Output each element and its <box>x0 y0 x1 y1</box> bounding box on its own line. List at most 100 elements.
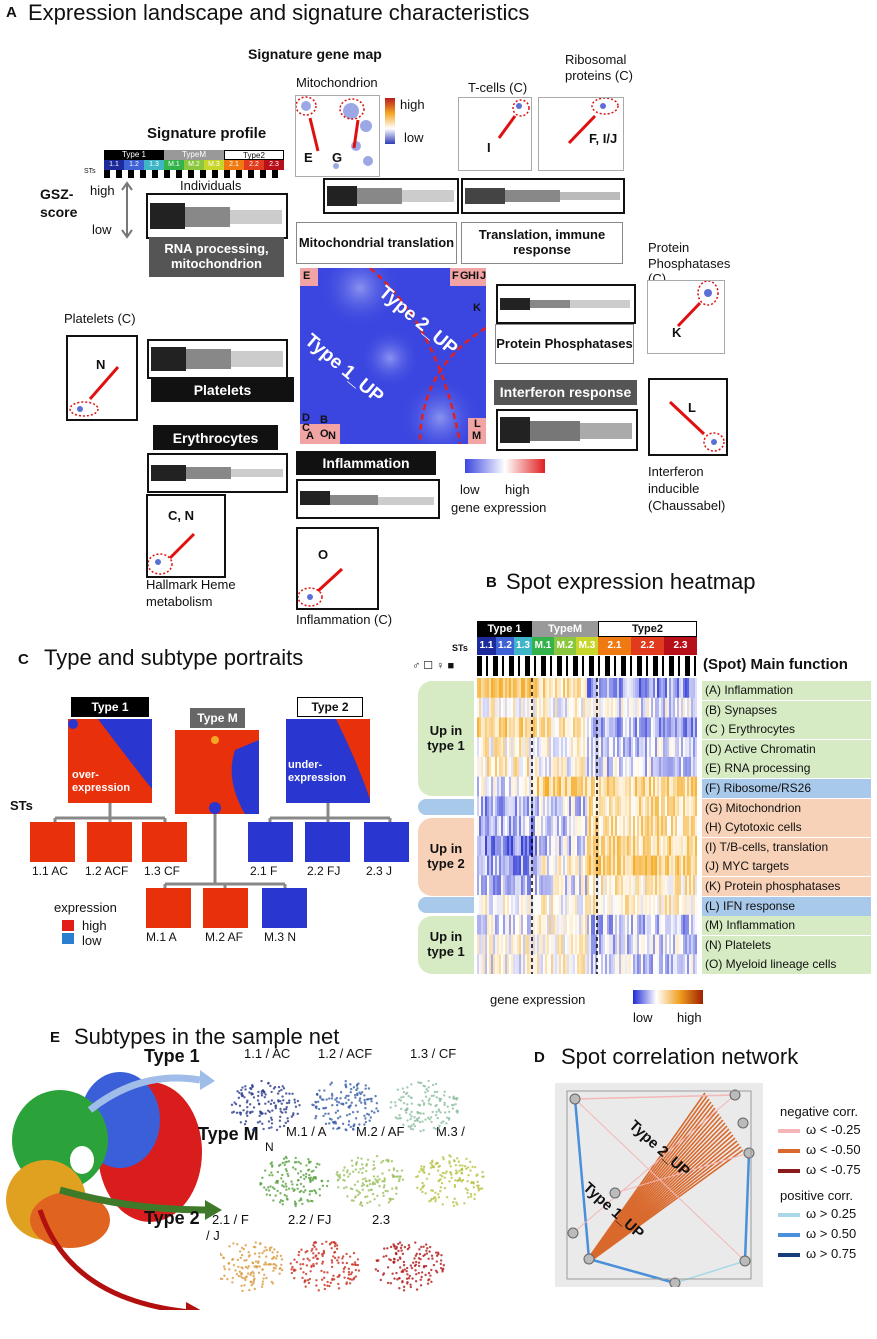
c-typem-label: Type M <box>190 708 245 728</box>
tcells-label: T-cells (C) <box>468 80 528 95</box>
st-22: 2.2 <box>244 160 264 170</box>
b-st-12: 1.2 <box>496 637 514 655</box>
c-st-m3-portrait <box>262 888 307 928</box>
d-neg-swatch-2 <box>778 1169 800 1173</box>
map-letter-i: I <box>487 140 491 155</box>
b-function-3: (D) Active Chromatin <box>702 739 871 759</box>
ribosomal-label: Ribosomal proteins (C) <box>565 52 633 83</box>
d-pos-label-0: ω > 0.25 <box>806 1206 857 1221</box>
panel-a-letter: A <box>6 4 17 21</box>
e-type2-label: Type 2 <box>144 1208 200 1228</box>
spark-erythro <box>151 465 283 481</box>
b-function-12: (M) Inflammation <box>702 916 871 936</box>
b-sex-row <box>477 656 697 676</box>
c-portrait-type2: under-expression <box>286 719 370 803</box>
c-under-label: under-expression <box>288 759 347 785</box>
map-letter-e: E <box>304 150 313 165</box>
profile-interferon <box>496 409 638 451</box>
b-function-5: (F) Ribosome/RS26 <box>702 779 871 798</box>
d-pos-swatch-2 <box>778 1253 800 1257</box>
pl-c: C <box>302 422 310 434</box>
phos-map-drawing <box>676 281 719 328</box>
e-arrows <box>37 1070 222 1310</box>
b-st-21: 2.1 <box>598 637 631 655</box>
d-pos-label-1: ω > 0.50 <box>806 1226 857 1241</box>
portrait-drawing <box>300 268 486 444</box>
spark-ifn <box>500 417 632 443</box>
pl-m: M <box>472 430 482 442</box>
c-portrait-type1-drawing <box>68 719 152 789</box>
d-neg-label-0: ω < -0.25 <box>806 1122 861 1137</box>
b-st-22: 2.2 <box>631 637 664 655</box>
st-12: 1.2 <box>124 160 144 170</box>
b-function-14: (O) Myeloid lineage cells <box>702 955 871 975</box>
st-type1-head: Type 1 <box>104 150 164 160</box>
b-function-8: (I) T/B-cells, translation <box>702 837 871 857</box>
panel-d-title: Spot correlation network <box>561 1044 799 1069</box>
c-legend-high-swatch <box>62 920 74 931</box>
mitochondrion-map: E G <box>295 95 380 177</box>
b-sts-label: STs <box>452 643 468 653</box>
gsz-arrow-icon <box>121 181 133 239</box>
panel-d-letter: D <box>534 1049 545 1066</box>
d-network <box>566 1089 755 1289</box>
platelets-c-label: Platelets (C) <box>64 311 136 326</box>
c-st-m3-label: M.3 N <box>264 930 297 944</box>
st-bar: Type 1 TypeM Type2 1.1 1.2 1.3 M.1 M.2 M… <box>104 150 284 180</box>
profile-rna <box>146 193 288 239</box>
b-function-13: (N) Platelets <box>702 935 871 955</box>
spark-mito <box>327 186 454 206</box>
map-letter-fij: F, I/J <box>589 131 618 146</box>
ribosomal-map: F, I/J <box>538 97 624 171</box>
e-r2-c3: M.3 / <box>436 1124 465 1139</box>
b-group-ifn-bar <box>418 897 474 913</box>
pl-o: O <box>320 428 329 440</box>
legend-caption: gene expression <box>451 500 547 515</box>
b-function-2: (C ) Erythrocytes <box>702 720 871 740</box>
scale-high: high <box>400 97 425 112</box>
b-group-ribo-bar <box>418 799 474 815</box>
platelets-box: Platelets <box>151 377 294 402</box>
inflammation-box: Inflammation <box>296 451 436 475</box>
panel-e-title: Subtypes in the sample net <box>74 1024 340 1049</box>
b-st-m3: M.3 <box>576 637 598 655</box>
b-main-function-header: (Spot) Main function <box>703 656 848 673</box>
c-legend-title: expression <box>54 900 117 915</box>
panel-e-letter: E <box>50 1029 61 1046</box>
c-st-21-label: 2.1 F <box>250 864 278 878</box>
protein-phos-box: Protein Phosphatases <box>495 324 634 364</box>
e-typem-sub: N <box>265 1140 274 1154</box>
gsz-low: low <box>92 222 112 237</box>
b-heatmap <box>477 678 697 974</box>
b-st-13: 1.3 <box>514 637 532 655</box>
inflammation-c-label: Inflammation (C) <box>296 612 393 627</box>
b-function-4: (E) RNA processing <box>702 759 871 779</box>
e-r1-c1: 1.1 / AC <box>244 1046 291 1061</box>
erythrocytes-box: Erythrocytes <box>153 425 278 450</box>
map-letter-g: G <box>332 150 343 165</box>
c-portrait-type1: over-expression <box>68 719 152 803</box>
c-st-23-portrait <box>364 822 409 862</box>
interferon-box: Interferon response <box>494 380 637 405</box>
map-letter-cn: C, N <box>168 508 194 523</box>
pl-g: G <box>460 270 469 282</box>
c-st-m2-label: M.2 AF <box>205 930 244 944</box>
pl-f: F <box>452 270 459 282</box>
c-portrait-type2-drawing <box>336 719 370 799</box>
e-r3-c3: 2.3 <box>372 1212 391 1227</box>
platelets-map: N <box>66 335 138 421</box>
ribo-map-drawing <box>567 98 619 145</box>
pl-k: K <box>473 302 481 314</box>
interferon-map: L <box>648 378 728 456</box>
d-network-frame: Type 2_UP Type 1_UP <box>555 1083 763 1289</box>
sts-small: STs <box>84 168 96 175</box>
translation-immune-box: Translation, immune response <box>461 222 623 264</box>
st-13: 1.3 <box>144 160 164 170</box>
spark-inflam <box>300 491 434 505</box>
c-portrait-typem <box>175 730 259 814</box>
e-subtype-scatter <box>220 1079 485 1293</box>
c-st-22-label: 2.2 FJ <box>307 864 341 878</box>
e-r3-c1: 2.1 / F <box>212 1212 249 1227</box>
b-function-7: (H) Cytotoxic cells <box>702 818 871 838</box>
b-st-m2: M.2 <box>554 637 576 655</box>
